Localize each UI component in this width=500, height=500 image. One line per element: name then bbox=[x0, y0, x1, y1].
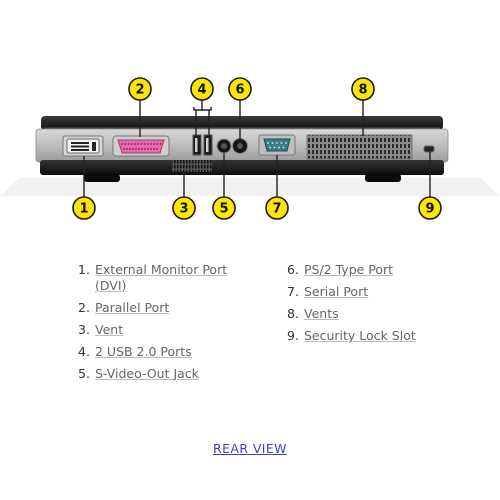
security-lock-slot bbox=[423, 145, 435, 153]
legend-item: 4. 2 USB 2.0 Ports bbox=[78, 344, 248, 360]
callout-number: 2 bbox=[135, 83, 144, 98]
lower-vent bbox=[172, 160, 212, 172]
legend-item-link[interactable]: Parallel Port bbox=[95, 299, 170, 315]
legend-item: 3. Vent bbox=[78, 322, 248, 338]
callout-badge-6: 6 bbox=[228, 77, 252, 101]
legend-item: 1. External Monitor Port (DVI) bbox=[78, 262, 248, 293]
legend-item-link[interactable]: PS/2 Type Port bbox=[304, 262, 394, 277]
callout-number: 3 bbox=[179, 202, 188, 217]
footer: REAR VIEW bbox=[0, 441, 500, 456]
right-foot bbox=[365, 174, 401, 182]
callout-badges: 1 2 3 4 5 6 7 8 9 bbox=[72, 77, 442, 220]
dvi-port bbox=[62, 135, 104, 157]
left-foot bbox=[84, 174, 120, 182]
legend-item-number: 1. bbox=[78, 262, 90, 277]
legend-item-number: 9. bbox=[287, 328, 299, 343]
callout-badge-1: 1 bbox=[72, 196, 96, 220]
side-vents bbox=[306, 134, 413, 160]
legend-left-column: 1. External Monitor Port (DVI) 2. Parallel … bbox=[78, 262, 248, 388]
legend-item: 7. Serial Port bbox=[287, 284, 477, 300]
legend-item: 8. Vents bbox=[287, 306, 477, 322]
callout-badge-5: 5 bbox=[212, 196, 236, 220]
callout-badge-7: 7 bbox=[265, 196, 289, 220]
parallel-port bbox=[112, 135, 170, 157]
usb-ports bbox=[192, 134, 213, 156]
legend-item-number: 3. bbox=[78, 321, 90, 337]
legend-item: 6. PS/2 Type Port bbox=[287, 262, 477, 278]
legend-item-link[interactable]: External Monitor Port (DVI) bbox=[95, 262, 228, 293]
callout-number: 5 bbox=[219, 202, 228, 217]
legend-item-number: 4. bbox=[78, 343, 90, 359]
callout-badge-8: 8 bbox=[351, 77, 375, 101]
legend-item: 2. Parallel Port bbox=[78, 300, 248, 316]
serial-port bbox=[258, 134, 296, 156]
callout-badge-9: 9 bbox=[418, 196, 442, 220]
ps2-port bbox=[232, 138, 248, 154]
callout-number: 7 bbox=[272, 202, 281, 217]
callout-number: 4 bbox=[197, 83, 206, 98]
callout-number: 1 bbox=[79, 202, 88, 217]
callout-number: 8 bbox=[358, 83, 367, 98]
callout-badge-4: 4 bbox=[190, 77, 214, 101]
legend-item-number: 6. bbox=[287, 262, 299, 277]
legend-item-link[interactable]: Vent bbox=[95, 321, 124, 337]
callout-badge-3: 3 bbox=[172, 196, 196, 220]
legend-item-link[interactable]: S-Video-Out Jack bbox=[95, 365, 199, 381]
legend-item-link[interactable]: Serial Port bbox=[304, 284, 369, 299]
legend-item-number: 5. bbox=[78, 365, 90, 381]
s-video-jack bbox=[216, 138, 232, 154]
legend-item-link[interactable]: Security Lock Slot bbox=[304, 328, 416, 343]
floor-shadow bbox=[0, 178, 500, 196]
legend-right-column: 6. PS/2 Type Port 7. Serial Port 8. Vents 9. Se… bbox=[287, 262, 477, 350]
leader-lines bbox=[83, 100, 431, 198]
callout-badge-2: 2 bbox=[128, 77, 152, 101]
legend-item-number: 8. bbox=[287, 306, 299, 321]
legend-item-number: 2. bbox=[78, 299, 90, 315]
legend-item: 9. Security Lock Slot bbox=[287, 328, 477, 344]
legend-item-link[interactable]: Vents bbox=[304, 306, 339, 321]
callout-number: 9 bbox=[425, 202, 434, 217]
laptop-rear-diagram: 1 2 3 4 5 6 7 8 9 bbox=[0, 77, 500, 220]
laptop-lid bbox=[41, 116, 443, 130]
callout-number: 6 bbox=[235, 83, 244, 98]
rear-view-link[interactable]: REAR VIEW bbox=[213, 441, 287, 456]
legend-item: 5. S-Video-Out Jack bbox=[78, 366, 248, 382]
legend-item-link[interactable]: 2 USB 2.0 Ports bbox=[95, 343, 192, 359]
legend-item-number: 7. bbox=[287, 284, 299, 299]
